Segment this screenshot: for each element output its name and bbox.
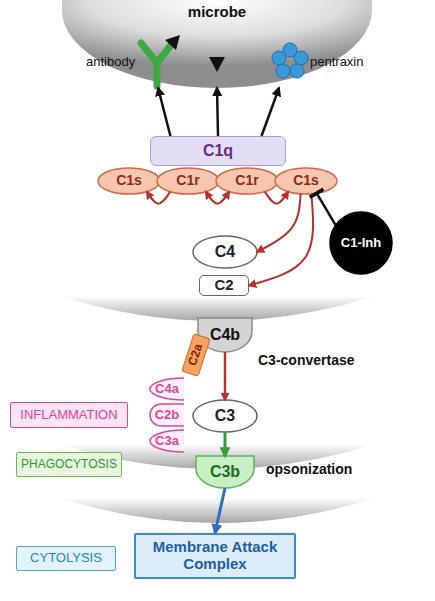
c1q-box: C1q [150, 136, 286, 166]
pentraxin-symbol [272, 43, 308, 78]
node-text: C1-Inh [341, 236, 381, 251]
pentraxin-subunit [290, 64, 304, 78]
connector-arrow [265, 192, 288, 204]
connector-arrow [206, 192, 229, 204]
node-text: C1s [116, 173, 142, 189]
c1r-ellipse: C1r [157, 168, 219, 194]
node-text: C1r [235, 173, 258, 189]
c1s-ellipse: C1s [98, 168, 160, 194]
connector-arrow [158, 88, 170, 136]
c2a-fragment: C2a [181, 333, 210, 377]
ligand-label: antibody [86, 54, 135, 69]
microbe-surface: microbe [62, 0, 372, 88]
connector-arrow [262, 88, 279, 136]
complex-label: C3-convertase [258, 352, 355, 368]
node-text: C4b [210, 326, 240, 344]
connector-arrow [224, 352, 227, 400]
outcome-box: PHAGOCYTOSIS [16, 452, 122, 477]
node-text: INFLAMMATION [20, 408, 117, 423]
connector-arrow [147, 192, 170, 204]
connector-arrow [217, 88, 218, 136]
connector-arrow [215, 488, 225, 533]
node-text: C3 [215, 407, 235, 425]
pentraxin-subunit [294, 51, 308, 65]
node-text: C1s [293, 173, 319, 189]
node-text: C2 [214, 277, 233, 294]
inhibitor-circle-path [330, 212, 392, 274]
c4-ellipse-path [193, 236, 257, 268]
outcome-box: CYTOLYSIS [16, 546, 116, 571]
process-label: opsonization [266, 461, 352, 477]
node-text: C2b [155, 408, 180, 423]
c3b-fragment: C3b [196, 456, 254, 488]
node-text: C2a [186, 342, 206, 367]
node-text: C4 [215, 243, 235, 261]
pentraxin-subunit [283, 43, 297, 57]
c3b-fragment-path [196, 456, 254, 488]
c2-box: C2 [199, 275, 249, 296]
c1r-ellipse: C1r [216, 168, 278, 194]
outcome-box: INFLAMMATION [10, 402, 128, 428]
node-text: C1q [203, 142, 233, 160]
node-text: Membrane Attack Complex [136, 539, 294, 573]
c1r-ellipse-path [157, 168, 219, 194]
node-text: C1r [176, 173, 199, 189]
pentraxin-subunit [272, 51, 286, 65]
c2b-fragment-path [150, 404, 184, 426]
c1s-ellipse: C1s [275, 168, 337, 194]
antigen-triangle [165, 35, 180, 50]
mac-box: Membrane Attack Complex [134, 533, 296, 579]
node-text: C4a [155, 382, 179, 397]
node-text: CYTOLYSIS [30, 551, 102, 566]
c3a-fragment-path [150, 430, 184, 452]
c1s-ellipse-path [98, 168, 160, 194]
c3a-fragment: C3a [150, 430, 184, 452]
c1r-ellipse-path [216, 168, 278, 194]
c4a-fragment-path [150, 378, 184, 400]
ligand-label: pentraxin [310, 54, 363, 69]
node-text: C3a [155, 434, 179, 449]
antibody-shape [141, 43, 171, 86]
connector-arrow [257, 194, 301, 252]
antibody-symbol [141, 35, 180, 86]
antigen-triangle [209, 57, 225, 72]
inhibitor-circle: C1-Inh [330, 212, 392, 274]
c3-ellipse: C3 [193, 400, 257, 432]
inhibition-line [317, 193, 336, 225]
node-text: PHAGOCYTOSIS [21, 458, 117, 471]
membrane-surface [60, 498, 375, 523]
c4a-fragment: C4a [150, 378, 184, 400]
c2b-fragment: C2b [150, 404, 184, 426]
connector-arrow [224, 432, 227, 456]
connector-arrow [249, 194, 313, 286]
c4-ellipse: C4 [193, 236, 257, 268]
node-text: microbe [188, 4, 246, 21]
c1s-ellipse-path [275, 168, 337, 194]
c3-ellipse-path [193, 400, 257, 432]
microbe-surface-path [62, 0, 372, 88]
node-text: C3b [210, 463, 240, 481]
pentraxin-subunit [276, 64, 290, 78]
